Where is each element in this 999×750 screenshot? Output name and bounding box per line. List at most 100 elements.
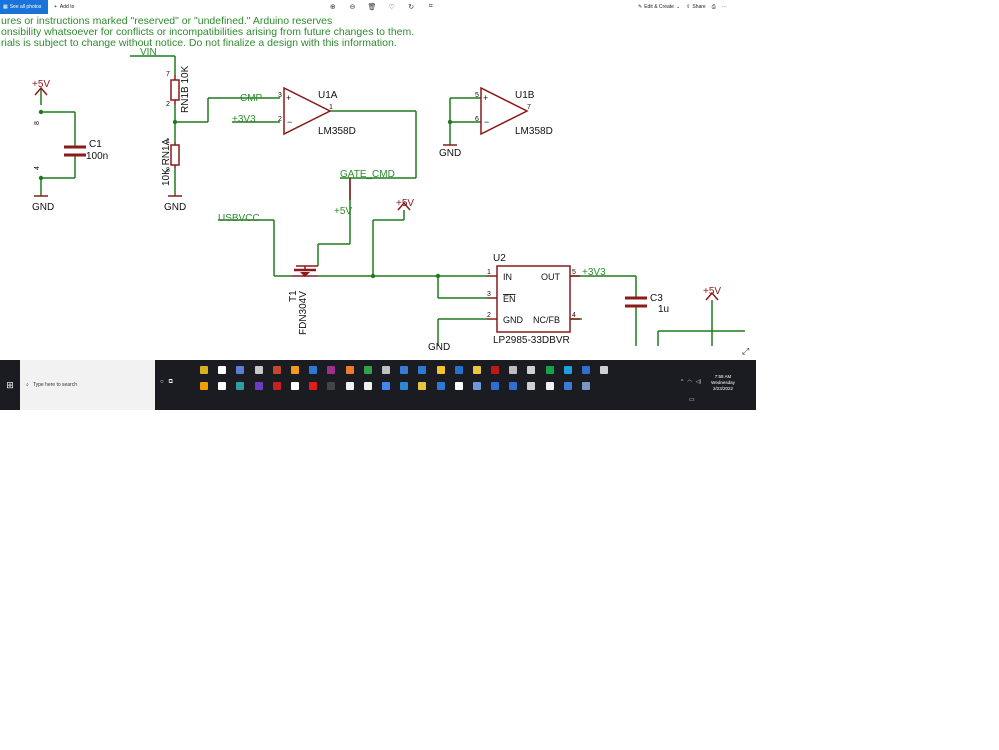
- taskbar-app-icon[interactable]: [486, 363, 504, 377]
- taskbar-search-box[interactable]: ⌕ Type here to search: [20, 360, 155, 410]
- svg-text:−: −: [287, 117, 292, 127]
- delete-icon[interactable]: 🗑: [367, 4, 377, 11]
- components: [34, 75, 719, 333]
- u1a-label: U1A: [318, 90, 338, 101]
- pin-number: 7: [527, 104, 531, 111]
- volume-icon[interactable]: ◁): [695, 379, 702, 385]
- taskbar-app-icon[interactable]: [304, 363, 322, 377]
- taskbar-app-icon[interactable]: [486, 379, 504, 393]
- photos-app-window: ▦ See all photos + Add to ⊕ ⊖ 🗑 ♡ ↻ ⌗ ✎E…: [0, 0, 756, 410]
- edit-create-button[interactable]: ✎Edit & Create⌄: [638, 4, 680, 10]
- plus5v-label-4: +5V: [703, 286, 721, 297]
- taskbar-app-icon[interactable]: [522, 379, 540, 393]
- taskbar-app-icon[interactable]: [559, 379, 577, 393]
- rn1a-label: 10K RN1A: [161, 138, 172, 186]
- pin-number: 2: [166, 101, 170, 108]
- plus5v-label-1: +5V: [32, 79, 50, 90]
- search-placeholder: Type here to search: [32, 382, 78, 388]
- taskbar-app-icon[interactable]: [231, 379, 249, 393]
- taskbar-app-icon[interactable]: [450, 379, 468, 393]
- taskbar-app-icon[interactable]: [322, 363, 340, 377]
- t1-part: FDN304V: [298, 291, 309, 335]
- notice-line-3: rials is subject to change without notic…: [1, 37, 397, 49]
- taskbar-app-icon[interactable]: [541, 363, 559, 377]
- taskbar-app-icon[interactable]: [304, 379, 322, 393]
- taskbar-app-icon[interactable]: [359, 379, 377, 393]
- network-icon[interactable]: ◠: [687, 379, 692, 385]
- opamp-polarity-marks: +− +−: [286, 93, 489, 127]
- share-button[interactable]: ⇪Share: [686, 4, 706, 10]
- taskbar-app-icon[interactable]: [504, 363, 522, 377]
- zoom-out-icon[interactable]: ⊖: [349, 4, 356, 11]
- taskbar-app-icon[interactable]: [541, 379, 559, 393]
- zoom-in-icon[interactable]: ⊕: [329, 4, 336, 11]
- taskbar-app-icon[interactable]: [268, 363, 286, 377]
- taskbar-app-icon[interactable]: [450, 363, 468, 377]
- taskbar-app-icon[interactable]: [577, 363, 595, 377]
- taskbar-app-icon[interactable]: [359, 363, 377, 377]
- rotate-icon[interactable]: ↻: [408, 4, 415, 11]
- taskbar-clock[interactable]: 7:58 AM Wednesday 2/23/2022: [705, 374, 741, 392]
- taskbar-app-icon[interactable]: [413, 363, 431, 377]
- crop-icon[interactable]: ⌗: [428, 3, 433, 10]
- taskbar-app-icon[interactable]: [213, 363, 231, 377]
- notification-icon[interactable]: ▭: [689, 397, 695, 403]
- u2-gnd-pin-label: GND: [503, 315, 524, 325]
- junctions: [38, 109, 453, 279]
- taskbar-app-icon[interactable]: [195, 379, 213, 393]
- gnd-label-2: GND: [164, 202, 186, 213]
- taskbar-app-icon[interactable]: [377, 363, 395, 377]
- taskbar-app-icon[interactable]: [559, 363, 577, 377]
- taskbar-app-icon[interactable]: [377, 379, 395, 393]
- c3-label: C3: [650, 293, 663, 304]
- clock-date: 2/23/2022: [712, 386, 734, 391]
- plus5v-label-2: +5V: [334, 206, 352, 217]
- taskbar-app-icon[interactable]: [213, 379, 231, 393]
- taskbar-app-icon[interactable]: [431, 379, 449, 393]
- chevron-up-icon[interactable]: ^: [681, 379, 684, 385]
- taskbar-app-icon[interactable]: [268, 379, 286, 393]
- taskbar-app-icon[interactable]: [522, 363, 540, 377]
- windows-start-icon[interactable]: ⊞: [6, 379, 14, 390]
- taskbar-app-icon[interactable]: [341, 379, 359, 393]
- task-view-icon[interactable]: ⧉: [168, 379, 173, 385]
- taskbar-app-icon[interactable]: [468, 379, 486, 393]
- taskbar-app-icon[interactable]: [577, 379, 595, 393]
- see-all-photos-button[interactable]: ▦ See all photos: [0, 0, 48, 14]
- taskbar-app-icon[interactable]: [395, 379, 413, 393]
- pin-number: 7: [166, 71, 170, 78]
- taskbar-app-icon[interactable]: [231, 363, 249, 377]
- taskbar-app-icon[interactable]: [504, 379, 522, 393]
- add-to-button[interactable]: + Add to: [54, 0, 74, 14]
- cortana-icon[interactable]: ○: [160, 379, 164, 385]
- pin-number: 6: [475, 116, 479, 123]
- print-icon[interactable]: ⎙: [711, 4, 716, 10]
- taskbar-app-icon[interactable]: [250, 379, 268, 393]
- taskbar-app-icon[interactable]: [250, 363, 268, 377]
- u1b-label: U1B: [515, 90, 535, 101]
- svg-text:−: −: [484, 117, 489, 127]
- u2-ncfb-pin-label: NC/FB: [533, 315, 560, 325]
- taskbar-app-icon[interactable]: [286, 363, 304, 377]
- gate-cmd-label: GATE_CMD: [340, 169, 395, 180]
- taskbar-app-icon[interactable]: [413, 379, 431, 393]
- more-options-icon[interactable]: ···: [721, 4, 727, 10]
- expand-icon[interactable]: ⤢: [742, 346, 750, 356]
- taskbar-app-icon[interactable]: [468, 363, 486, 377]
- schematic-image: ures or instructions marked "reserved" o…: [1, 15, 745, 353]
- taskbar-app-icon[interactable]: [395, 363, 413, 377]
- taskbar-app-icon[interactable]: [195, 363, 213, 377]
- wires: [40, 55, 745, 346]
- taskbar-app-icon[interactable]: [431, 363, 449, 377]
- notice-line-2: onsibility whatsoever for conflicts or i…: [1, 26, 414, 38]
- taskbar-app-icon[interactable]: [341, 363, 359, 377]
- taskbar-app-icon[interactable]: [286, 379, 304, 393]
- plus3v3-output-label: +3V3: [582, 267, 606, 278]
- photos-icon: ▦: [3, 4, 8, 10]
- gnd-label-3: GND: [439, 148, 461, 159]
- taskbar-app-icon[interactable]: [322, 379, 340, 393]
- pinned-apps-row-1: [195, 363, 613, 377]
- favorite-icon[interactable]: ♡: [388, 4, 395, 11]
- u1b-part: LM358D: [515, 126, 553, 137]
- taskbar-app-icon[interactable]: [595, 363, 613, 377]
